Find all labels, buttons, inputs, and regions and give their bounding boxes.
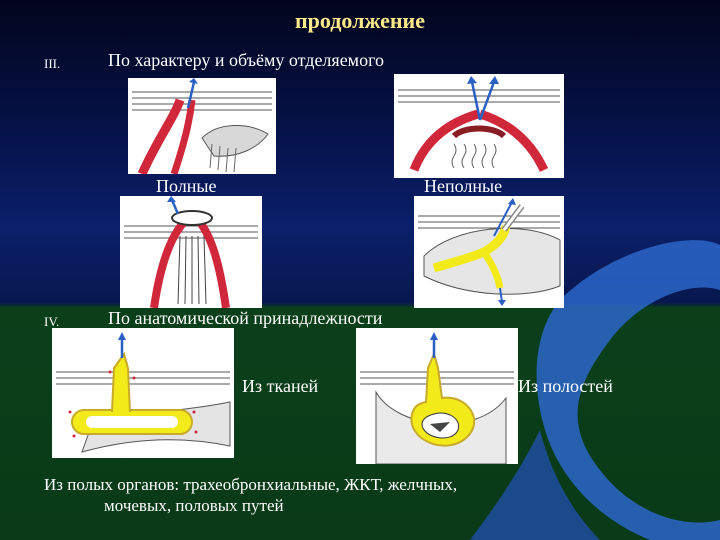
caption-full: Полные <box>156 176 217 196</box>
illustration-full-fistula-tract <box>120 196 262 308</box>
illustration-incomplete-fistula-duct <box>414 196 564 308</box>
caption-from-cavities: Из полостей <box>518 376 613 396</box>
slide-title: продолжение <box>294 8 425 33</box>
caption-incomplete: Неполные <box>424 176 503 196</box>
illustration-incomplete-fistula-vessels <box>394 74 564 178</box>
section-3-number: III. <box>44 56 61 71</box>
section-3-heading: По характеру и объёму отделяемого <box>108 50 385 70</box>
caption-from-tissues: Из тканей <box>242 376 319 396</box>
footer-line-2: мочевых, половых путей <box>104 496 284 515</box>
footer-line-1: Из полых органов: трахеобронхиальные, ЖК… <box>44 475 458 494</box>
section-4-heading: По анатомической принадлежности <box>108 308 383 328</box>
section-4-number: IV. <box>44 314 60 329</box>
illustration-full-fistula-vessels <box>128 78 276 174</box>
footer-note: Из полых органов: трахеобронхиальные, ЖК… <box>44 474 684 516</box>
illustration-fistula-from-cavities <box>356 328 518 464</box>
illustration-fistula-from-tissues <box>52 328 234 458</box>
